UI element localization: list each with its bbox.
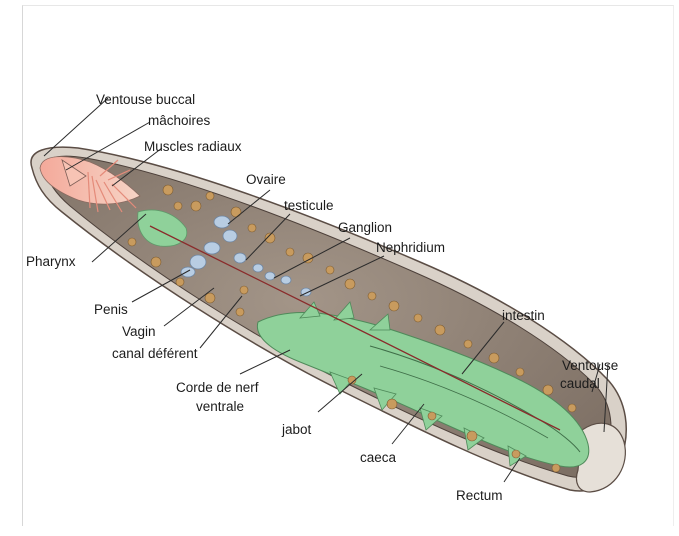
frame-border (22, 5, 674, 526)
